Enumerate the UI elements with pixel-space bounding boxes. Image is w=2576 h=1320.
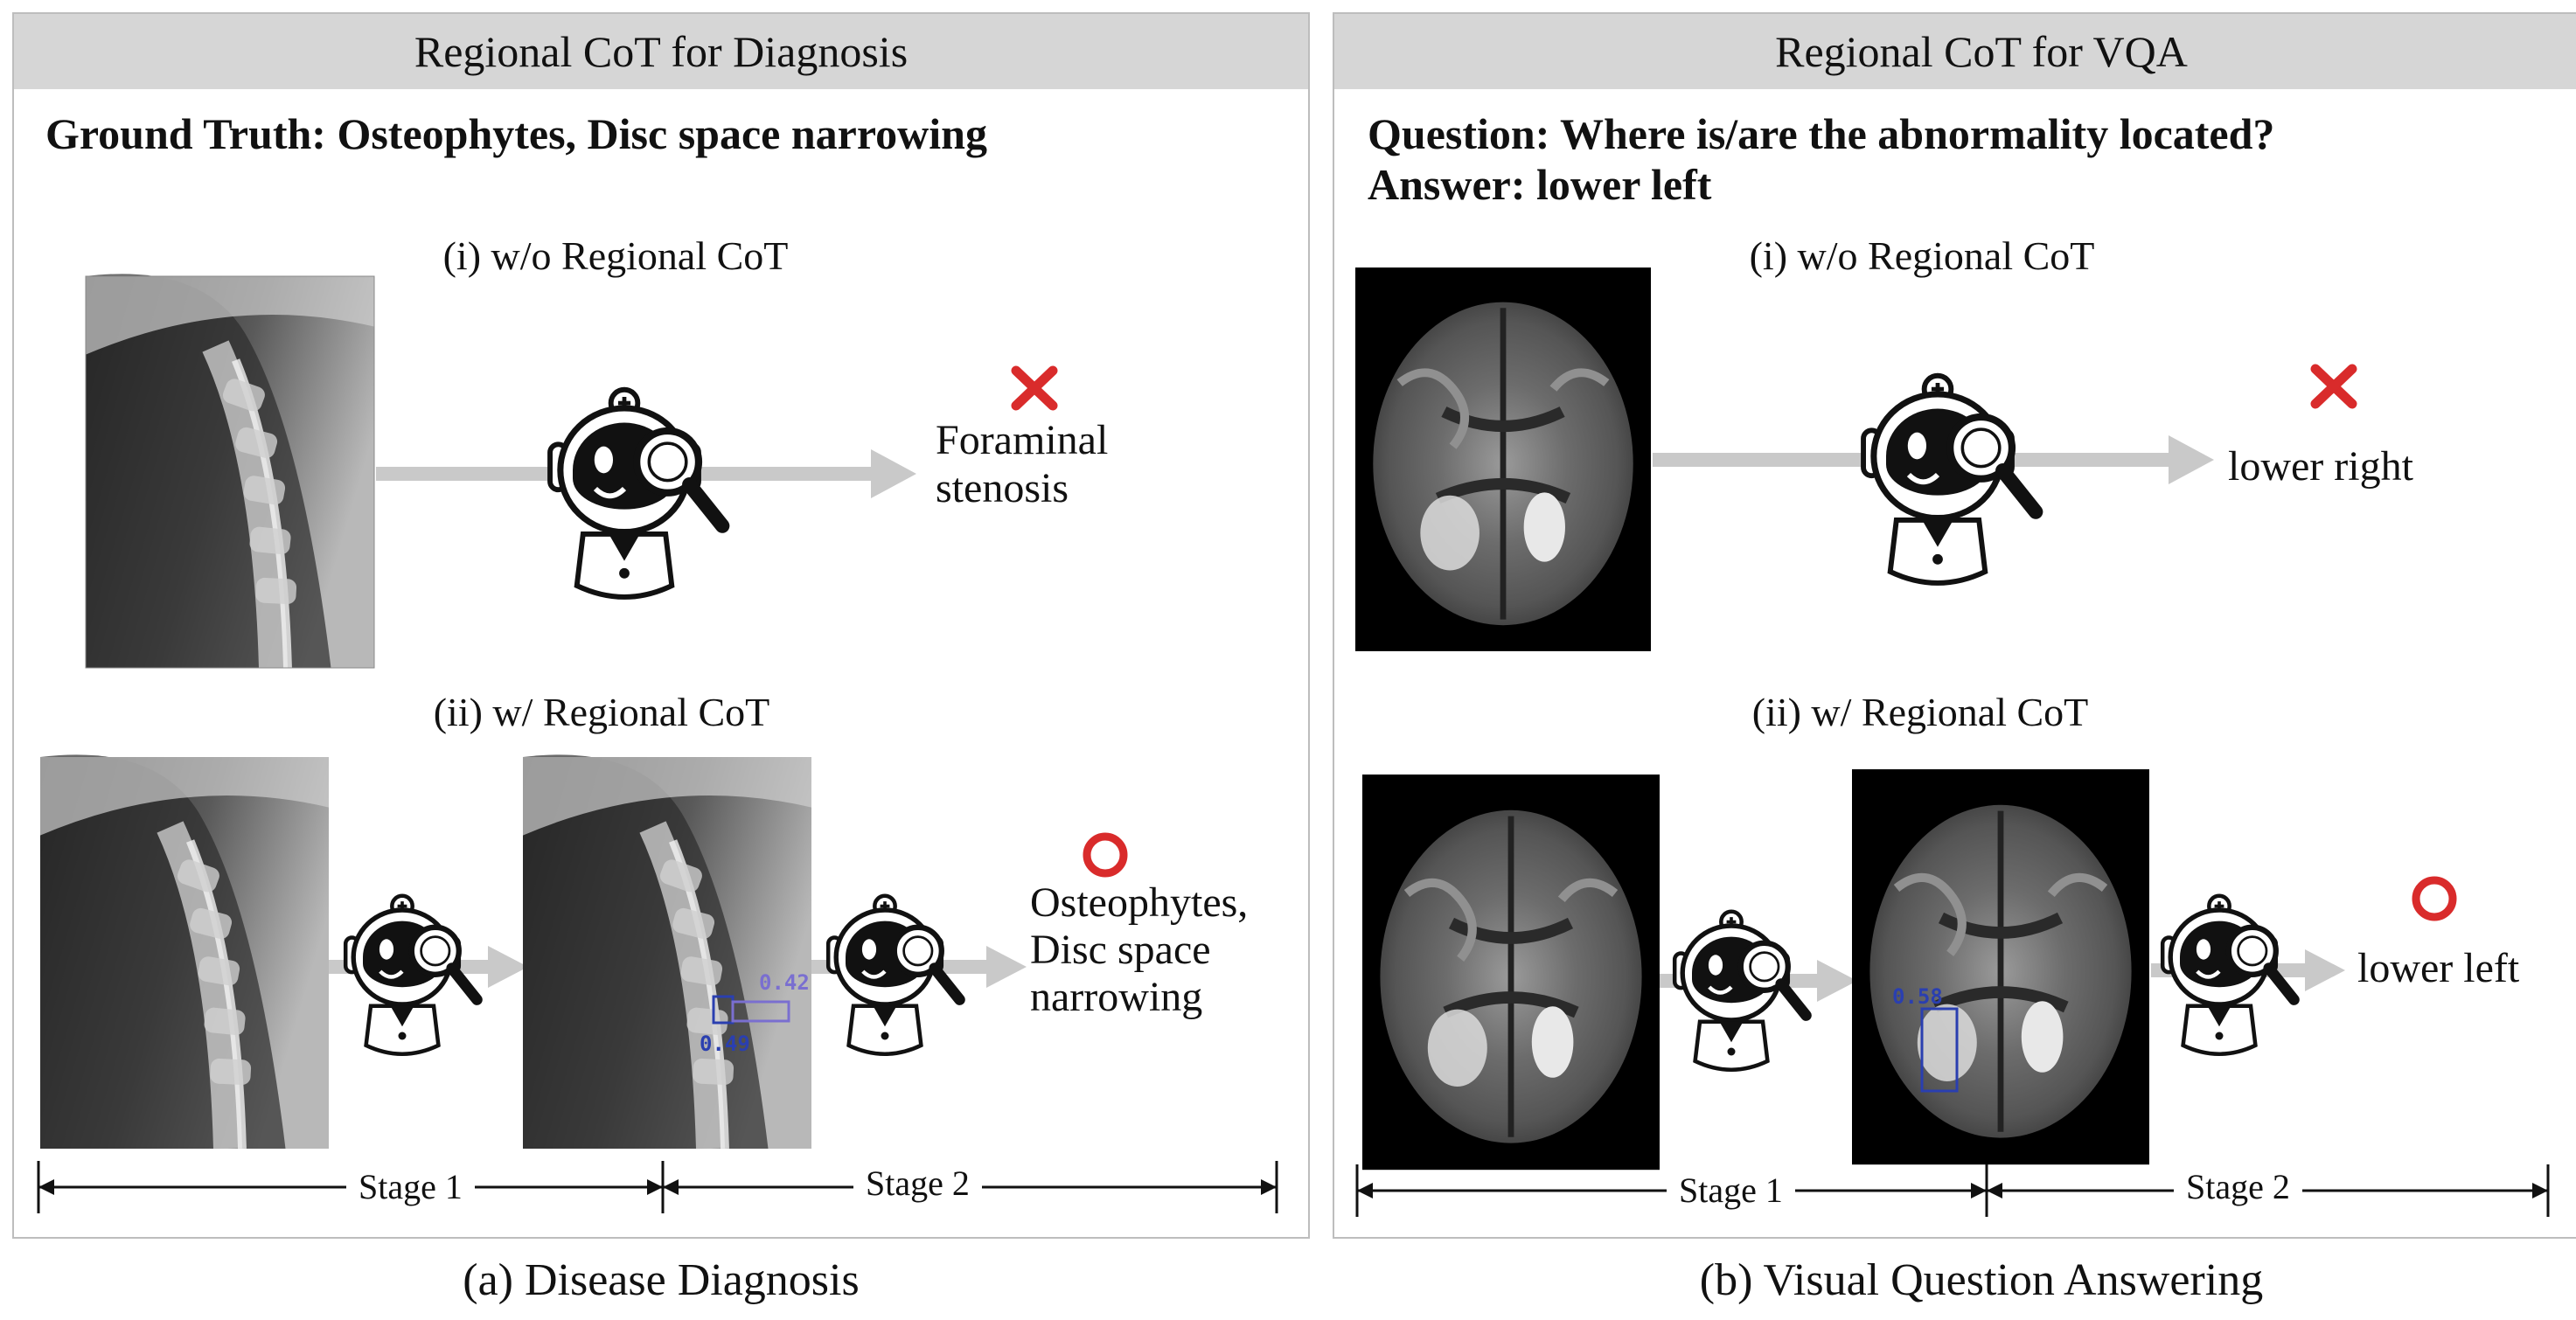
result-line: narrowing xyxy=(1030,973,1203,1020)
doctor-robot-icon-stage1 xyxy=(345,896,477,1054)
xray-image xyxy=(86,274,374,668)
bounding-box-secondary xyxy=(731,1000,790,1023)
wrong-cross-icon xyxy=(1011,365,1058,411)
section-without-regional-cot: (i) w/o Regional CoT xyxy=(1749,233,2095,278)
bounding-box-primary xyxy=(1920,1007,1959,1093)
result-with-cot: lower left xyxy=(2357,945,2520,991)
question: Question: Where is/are the abnormality l… xyxy=(1368,109,2275,158)
mri-image-stage1 xyxy=(1362,775,1660,1170)
stage-1-label: Stage 1 xyxy=(346,1166,475,1207)
panel-title: Regional CoT for Diagnosis xyxy=(414,27,909,76)
doctor-robot-icon xyxy=(550,390,722,597)
section-with-regional-cot: (ii) w/ Regional CoT xyxy=(433,690,770,734)
score-label-primary: 0.49 xyxy=(700,1032,750,1056)
panel-header: Regional CoT for VQA xyxy=(1334,14,2576,89)
mri-image xyxy=(1355,267,1651,651)
stage-2-label: Stage 2 xyxy=(853,1163,982,1204)
panel-vqa: Regional CoT for VQA Question: Where is/… xyxy=(1333,12,2576,1239)
panel-diagnosis: Regional CoT for Diagnosis Ground Truth:… xyxy=(12,12,1310,1239)
correct-circle-icon xyxy=(1083,832,1128,878)
xray-image-stage2 xyxy=(523,754,811,1149)
correct-circle-icon xyxy=(2412,876,2457,921)
stage-2-label: Stage 2 xyxy=(2174,1166,2302,1207)
section-without-regional-cot: (i) w/o Regional CoT xyxy=(442,233,789,278)
result-line: Osteophytes, xyxy=(1030,879,1249,926)
doctor-robot-icon-stage1 xyxy=(1674,912,1806,1070)
panel-title: Regional CoT for VQA xyxy=(1775,27,2188,76)
score-label-primary: 0.58 xyxy=(1892,984,1943,1009)
result-without-cot: Foraminal stenosis xyxy=(936,416,1108,512)
caption-disease-diagnosis: (a) Disease Diagnosis xyxy=(463,1255,860,1305)
panel-header: Regional CoT for Diagnosis xyxy=(14,14,1308,89)
section-with-regional-cot: (ii) w/ Regional CoT xyxy=(1751,690,2089,734)
result-without-cot: lower right xyxy=(2228,443,2413,490)
caption-visual-question-answering: (b) Visual Question Answering xyxy=(1699,1255,2264,1305)
doctor-robot-icon-stage2 xyxy=(2162,896,2294,1054)
mri-image-stage2 xyxy=(1852,769,2149,1164)
result-line: Foraminal xyxy=(936,417,1109,463)
result-line: Disc space xyxy=(1030,926,1211,973)
answer: Answer: lower left xyxy=(1368,160,1712,209)
vqa-graphics xyxy=(1334,14,2550,1217)
doctor-robot-icon-stage2 xyxy=(828,896,959,1054)
result-line: stenosis xyxy=(936,465,1069,512)
arrow-head xyxy=(871,449,916,498)
score-label-secondary: 0.42 xyxy=(759,970,810,995)
ground-truth: Ground Truth: Osteophytes, Disc space na… xyxy=(45,109,987,158)
result-with-cot: Osteophytes, Disc space narrowing xyxy=(1030,879,1248,1020)
xray-image-stage1 xyxy=(40,754,329,1149)
stage-1-label: Stage 1 xyxy=(1667,1170,1795,1211)
doctor-robot-icon xyxy=(1863,376,2036,583)
diagnosis-graphics xyxy=(14,14,1278,1213)
wrong-cross-icon xyxy=(2310,364,2357,409)
